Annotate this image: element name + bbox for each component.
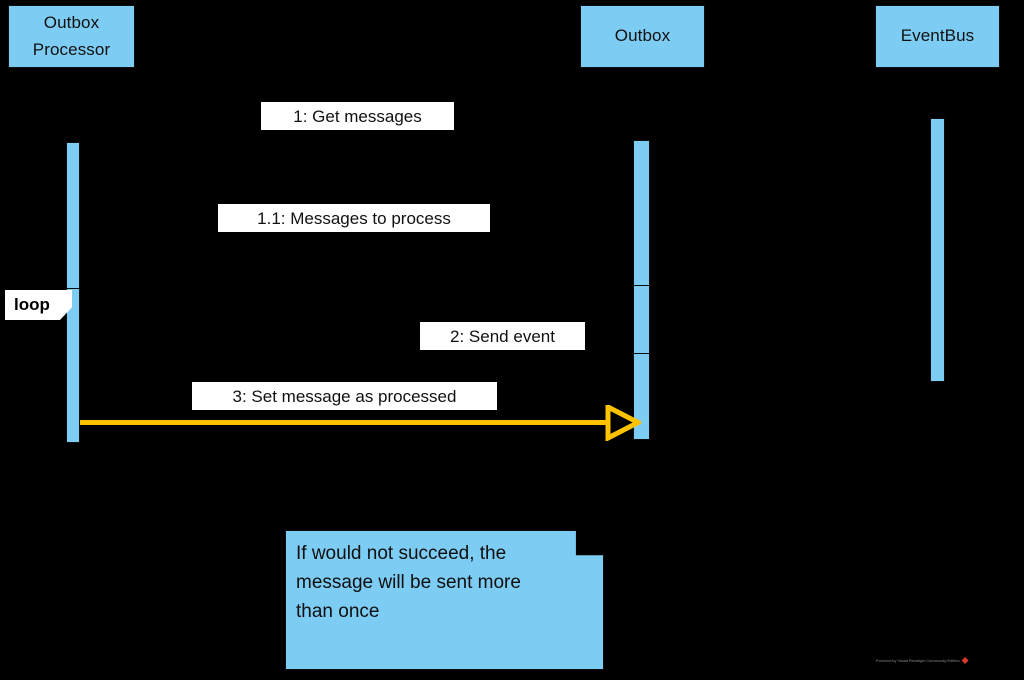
message-arrow-3-line [80,420,607,425]
watermark-text: Powered by Visual Paradigm Community Edi… [876,658,960,663]
fragment-tag-loop[interactable]: loop [5,290,72,320]
note-retry-line3: than once [296,600,380,622]
activation-divider [634,285,649,286]
message-label-1-1-text: 1.1: Messages to process [257,208,451,228]
watermark: Powered by Visual Paradigm Community Edi… [876,657,969,664]
watermark-logo-icon [961,657,969,664]
participant-label-line1: Outbox [43,13,100,33]
note-retry[interactable]: If would not succeed, the message will b… [285,530,604,670]
message-label-3-text: 3: Set message as processed [232,386,457,406]
message-label-1[interactable]: 1: Get messages [261,102,454,130]
message-label-2-text: 2: Send event [450,326,555,346]
activation-bar-eventbus [930,118,945,382]
note-retry-line1: If would not succeed, the [296,543,507,564]
activation-divider [634,353,649,354]
message-label-1-text: 1: Get messages [293,106,422,126]
participant-eventbus-label: EventBus [900,26,975,46]
message-label-2[interactable]: 2: Send event [420,322,585,350]
participant-eventbus[interactable]: EventBus [875,5,1000,68]
message-label-1-1[interactable]: 1.1: Messages to process [218,204,490,232]
fragment-tag-loop-label: loop [14,295,50,314]
participant-outbox[interactable]: Outbox [580,5,705,68]
participant-outbox-processor[interactable]: Outbox Processor [8,5,135,68]
participant-outbox-label: Outbox [614,26,671,46]
activation-bar-outbox [633,140,650,440]
participant-label-line2: Processor [32,39,111,59]
message-label-3[interactable]: 3: Set message as processed [192,382,497,410]
participant-outbox-processor-label: Outbox Processor [33,10,110,63]
note-retry-line2: message will be sent more [296,571,521,593]
activation-divider [67,288,79,289]
